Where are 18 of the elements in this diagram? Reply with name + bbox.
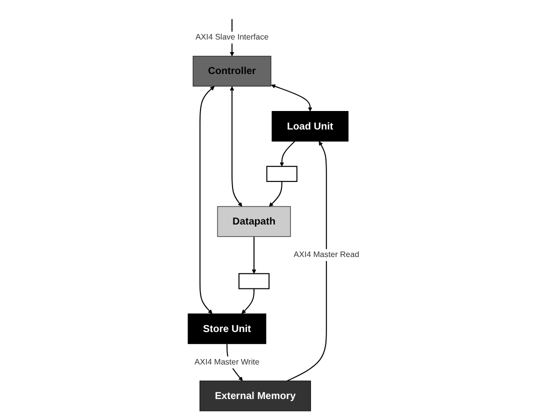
arrow [252, 236, 256, 274]
edge-label: AXI4 Master Write [194, 358, 260, 366]
node-box: Store Unit [188, 314, 266, 344]
node-box [238, 273, 270, 290]
arrow [241, 288, 254, 314]
arrow [270, 84, 312, 112]
arrow [286, 141, 327, 382]
edge-label: AXI4 Slave Interface [195, 33, 268, 42]
node-box: Datapath [217, 206, 291, 237]
node-box: Load Unit [272, 111, 348, 142]
arrow [199, 86, 214, 314]
arrow [268, 180, 282, 207]
arrow [230, 86, 242, 207]
arrow [280, 140, 296, 167]
edge-label: AXI4 Master Read [294, 250, 360, 260]
node-box: Controller [192, 56, 272, 86]
node-box: External Memory [200, 380, 311, 412]
node-box [266, 166, 298, 182]
